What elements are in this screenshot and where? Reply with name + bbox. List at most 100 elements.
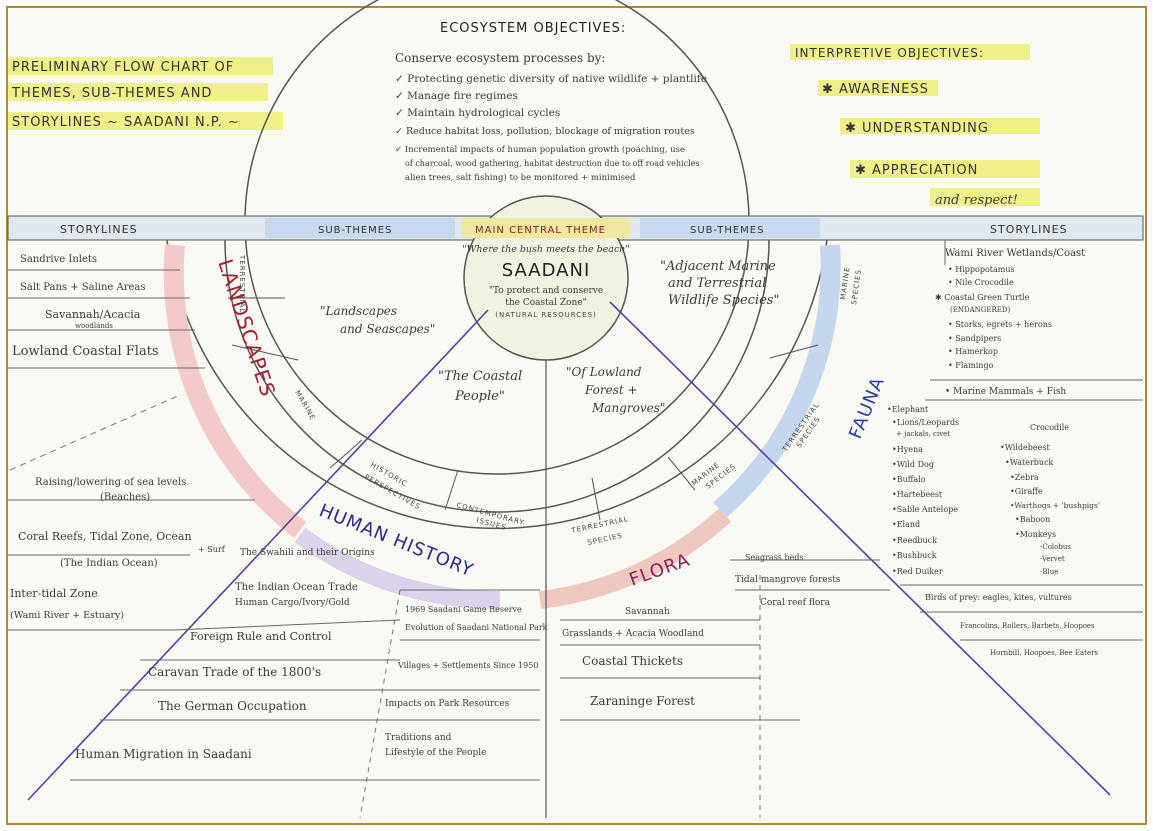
mammals-left-column: •Elephant •Lions/Leopards + jackals, civ… (887, 405, 959, 576)
story-right-item: • Storks, egrets + herons (948, 320, 1052, 329)
landscapes-arc (163, 244, 307, 538)
center-line-3: (NATURAL RESOURCES) (495, 311, 596, 319)
mammal-item: -Blue (1040, 568, 1058, 576)
story-human-right: Villages + Settlements Since 1950 (397, 661, 538, 670)
story-human-left: Caravan Trade of the 1800's (148, 665, 321, 679)
ecosystem-item: ✓ Protecting genetic diversity of native… (395, 73, 707, 85)
mammal-item: •Elephant (887, 405, 929, 414)
interpretive-understanding: ✱ UNDERSTANDING (845, 121, 989, 136)
ecosystem-item: ✓ Maintain hydrological cycles (395, 107, 560, 119)
dashed-guide (9, 394, 181, 471)
story-right-heading: Wami River Wetlands/Coast (945, 248, 1085, 259)
story-right-birds-more: Hornbill, Hoopoes, Bee Eaters (990, 649, 1098, 657)
story-right-item: • Nile Crocodile (948, 278, 1014, 287)
quote-human: "The Coastal (438, 369, 522, 384)
fauna-right-line (609, 301, 1111, 796)
title-line-3: STORYLINES ~ SAADANI N.P. ~ (12, 115, 240, 130)
title-line-2: THEMES, SUB-THEMES AND (11, 86, 212, 101)
ecosystem-item: ✓ Reduce habitat loss, pollution, blocka… (395, 126, 695, 137)
mammal-item: •Warthogs + 'bushpigs' (1010, 501, 1100, 510)
divider (591, 477, 601, 521)
storylines-right-label: STORYLINES (990, 223, 1068, 236)
flora-arc (538, 508, 732, 609)
story-right-item: • Flamingo (948, 361, 994, 370)
highlight (818, 80, 938, 96)
story-flora-lower: Zaraninge Forest (590, 694, 695, 708)
story-left-intertidal: Inter-tidal Zone (10, 587, 98, 600)
divider (444, 469, 459, 511)
quote-fauna: and Terrestrial (668, 276, 766, 291)
mammal-item: •Monkeys (1015, 530, 1056, 539)
story-human-left: The German Occupation (158, 699, 307, 713)
story-left-coral: (The Indian Ocean) (60, 558, 158, 569)
quote-fauna: Wildlife Species" (668, 293, 779, 308)
story-human-right: Traditions and (385, 733, 452, 743)
story-right-item: • Hamerkop (948, 347, 998, 356)
mammal-item: •Waterbuck (1005, 458, 1054, 467)
sub-marine-species: MARINE (839, 266, 852, 300)
ring-outer-arc (166, 239, 828, 530)
story-human-right: Evolution of Saadani National Park (405, 623, 548, 632)
highlight (8, 83, 268, 101)
story-right-marine: • Marine Mammals + Fish (945, 387, 1066, 397)
mammal-item: •Wildebeest (1000, 443, 1050, 452)
story-right-birds: Birds of prey: eagles, kites, vultures (925, 593, 1072, 602)
ecosystem-heading: ECOSYSTEM OBJECTIVES: (440, 21, 626, 36)
story-flora-upper: Seagrass beds (745, 553, 804, 562)
sub-themes-right-label: SUB-THEMES (690, 225, 764, 236)
story-human-left: The Swahili and their Origins (240, 548, 375, 558)
mammal-item: •Buffalo (892, 475, 926, 484)
sub-themes-left-label: SUB-THEMES (318, 225, 392, 236)
quote-flora: "Of Lowland (566, 365, 642, 379)
quote-landscapes: "Landscapes (320, 304, 397, 318)
story-human-right: Impacts on Park Resources (385, 699, 510, 709)
sub-themes-left-highlight (265, 218, 455, 238)
mammal-item: -Colobus (1040, 543, 1071, 551)
storylines-left-label: STORYLINES (60, 223, 138, 236)
story-left: Sandrive Inlets (20, 254, 97, 265)
story-flora-upper: Coral reef flora (760, 598, 831, 608)
mammal-item: •Red Duiker (892, 567, 943, 576)
ecosystem-item: alien trees, salt fishing) to be monitor… (405, 172, 636, 183)
mammal-item: •Hartebeest (892, 490, 943, 499)
mammal-item: •Hyena (892, 445, 923, 454)
theme-fauna: FAUNA (845, 374, 889, 442)
story-left-sea: Raising/lowering of sea levels (35, 477, 186, 488)
ecosystem-item: of charcoal, wood gathering, habitat des… (405, 159, 699, 168)
story-human-left: Foreign Rule and Control (190, 630, 332, 643)
story-left-sea: (Beaches) (100, 492, 150, 503)
highlight (790, 44, 1030, 60)
center-line-2: the Coastal Zone" (505, 298, 587, 308)
highlight (850, 160, 1040, 178)
story-left: Lowland Coastal Flats (12, 344, 159, 359)
human-history-left-line (27, 309, 489, 801)
left-storylines-grid (8, 269, 540, 781)
quote-flora: Mangroves" (591, 401, 665, 415)
divider (329, 439, 363, 469)
center-quote: "Where the bush meets the beach" (462, 244, 630, 255)
interpretive-heading: INTERPRETIVE OBJECTIVES: (795, 46, 984, 60)
story-human-left: Human Cargo/Ivory/Gold (235, 598, 350, 608)
story-human-left: Human Migration in Saadani (75, 747, 252, 761)
story-human-left: The Indian Ocean Trade (235, 582, 358, 593)
center-line-1: "To protect and conserve (489, 286, 603, 296)
quote-human: People" (454, 389, 505, 404)
interpretive-footer: and respect! (935, 193, 1018, 208)
sub-themes-right-highlight (640, 218, 820, 238)
quote-fauna: "Adjacent Marine (660, 259, 776, 274)
ecosystem-item: ✓ Manage fire regimes (395, 90, 518, 102)
sub-terrestrial: TERRESTRIAL (238, 254, 246, 313)
mammal-item: •Lions/Leopards (892, 418, 959, 427)
divider (231, 344, 299, 361)
mammal-item: Crocodile (1030, 423, 1069, 432)
mammal-item: •Baboon (1015, 515, 1050, 524)
story-human-right: 1969 Saadani Game Reserve (405, 605, 522, 614)
interpretive-appreciation: ✱ APPRECIATION (855, 163, 978, 178)
mammal-item: •Sable Antelope (892, 505, 958, 514)
story-flora-upper: Tidal mangrove forests (735, 575, 841, 585)
quote-flora: Forest + (584, 383, 638, 397)
ecosystem-intro: Conserve ecosystem processes by: (395, 51, 605, 65)
divider (667, 456, 696, 491)
ecosystem-item: ✓ Incremental impacts of human populatio… (395, 144, 685, 155)
human-arc (294, 527, 501, 610)
